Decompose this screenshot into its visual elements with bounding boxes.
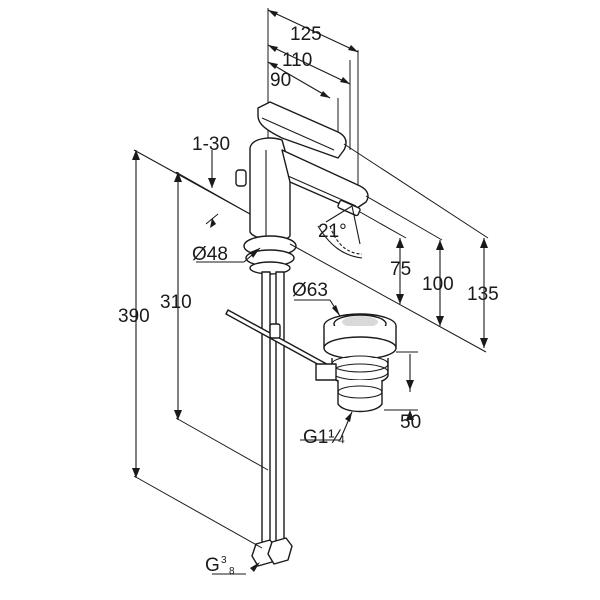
waste-thread-label: G1¼ [303,427,345,448]
dimension-135: 135 [467,284,499,305]
diameter-63-leader [294,299,341,317]
dimension-diameter-48: Ø48 [192,244,228,265]
left-height-dimensions [132,149,269,549]
waste-height-dimension [384,351,418,420]
dimension-125: 125 [290,24,322,45]
top-dimension-lines [267,8,359,205]
dimension-diameter-63: Ø63 [292,280,328,301]
dimension-100: 100 [422,274,454,295]
supply-thread-label: G [205,555,220,576]
dimension-1-30: 1-30 [192,134,230,155]
angle-indicator [317,205,363,259]
dimension-90: 90 [270,70,291,91]
dimension-310: 310 [160,292,192,313]
waste-thread-main: G1 [303,427,328,448]
supply-thread-fraction-num: 3 [221,555,227,566]
angle-21: 21° [318,221,347,242]
waste-thread-leader [300,411,353,441]
dimension-110: 110 [282,50,312,71]
faucet-body [235,101,369,275]
dimension-50: 50 [400,412,421,433]
supply-hoses [250,271,293,572]
right-height-dimensions [289,143,489,353]
adjust-dimension [205,150,219,228]
waste-drain [315,313,397,413]
dimension-390: 390 [118,306,150,327]
dimension-75: 75 [390,259,411,280]
waste-thread-fraction: ¼ [328,427,345,448]
supply-thread-fraction-den: 8 [229,566,235,577]
diameter-48-leader [196,247,261,263]
